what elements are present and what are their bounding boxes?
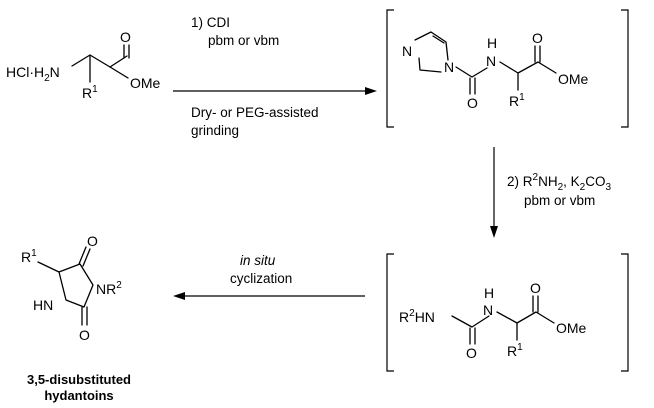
product-ring-bonds [58, 263, 94, 308]
intermediate2-r2hn: R2HN [399, 308, 435, 325]
imidazole-ring-bonds [414, 31, 449, 61]
product-o-bottom: O [79, 327, 90, 343]
product-r1: R1 [21, 248, 37, 265]
product-o-top: O [87, 233, 98, 249]
intermediate1-urea-o: O [467, 95, 478, 111]
intermediate2-nh-n: N [483, 302, 493, 318]
intermediate2-r1: R1 [507, 342, 523, 359]
intermediate1-nh-h: H [487, 35, 497, 51]
intermediate2-urea-bonds [451, 315, 490, 328]
reactant-ester-bonds [109, 44, 130, 79]
step3-condition-cyclization: cyclization [230, 271, 292, 286]
intermediate1-chain-bonds [499, 61, 557, 74]
intermediate1-urea-carbonyl [469, 77, 476, 95]
intermediate1-urea-bonds [455, 66, 488, 78]
imidazole-n-amide: N [444, 59, 454, 75]
step1-arrow [173, 87, 377, 95]
intermediate2-ester-carbonyl [532, 295, 539, 313]
intermediate2-structure: R2HN O H N O OMe R1 [399, 280, 587, 361]
step2-condition-reagents: 2) R2NH2, K2CO3 [507, 172, 611, 193]
step2-arrow [490, 147, 498, 238]
intermediate1-ester-carbonyl [534, 45, 541, 63]
step1-condition-grinding: Dry- or PEG-assisted [191, 105, 319, 120]
intermediate1-nh-n: N [486, 53, 496, 69]
reactant-structure: HCl·H2N O OMe R1 [6, 29, 161, 101]
product-hn: HN [33, 297, 53, 313]
reactant-backbone-bond [71, 54, 128, 68]
reactant-carbonyl-o: O [120, 29, 131, 45]
imidazole-n: N [402, 43, 412, 59]
imidazole-ring-bonds-2 [418, 57, 442, 73]
product-nr2: NR2 [96, 280, 122, 297]
product-r1-bond [37, 261, 60, 273]
reactant-salt-label: HCl·H2N [6, 64, 60, 84]
reactant-r1: R1 [82, 84, 98, 101]
intermediate2-ome: OMe [556, 320, 587, 336]
product-structure: R1 O NR2 HN O [21, 233, 122, 343]
step3-arrow [173, 292, 365, 300]
step1-condition-mode: pbm or vbm [208, 33, 279, 48]
reactant-ome: OMe [130, 75, 161, 91]
intermediate2-nh-h: H [484, 285, 494, 301]
intermediate2-urea-carbonyl [469, 327, 476, 345]
intermediate2-brackets [386, 253, 629, 372]
intermediate1-ome: OMe [558, 71, 589, 87]
intermediate1-r1: R1 [509, 92, 525, 109]
intermediate1-structure: N N O H N O OMe R1 [402, 30, 589, 111]
intermediate2-ester-o: O [530, 280, 541, 296]
intermediate1-ester-o: O [532, 30, 543, 46]
intermediate2-urea-o: O [466, 345, 477, 361]
step3-condition-insitu: in situ [240, 253, 276, 268]
intermediate1-brackets [386, 9, 629, 128]
product-title: 3,5-disubstituted [27, 372, 131, 387]
intermediate2-chain-bonds [496, 311, 555, 324]
step1-condition-reagent: 1) CDI [191, 15, 230, 30]
product-top-carbonyl [78, 246, 91, 267]
product-title-2: hydantoins [44, 388, 113, 403]
step1-condition-grinding-2: grinding [191, 123, 239, 138]
step2-condition-mode: pbm or vbm [524, 193, 595, 208]
product-bottom-carbonyl [81, 306, 88, 326]
